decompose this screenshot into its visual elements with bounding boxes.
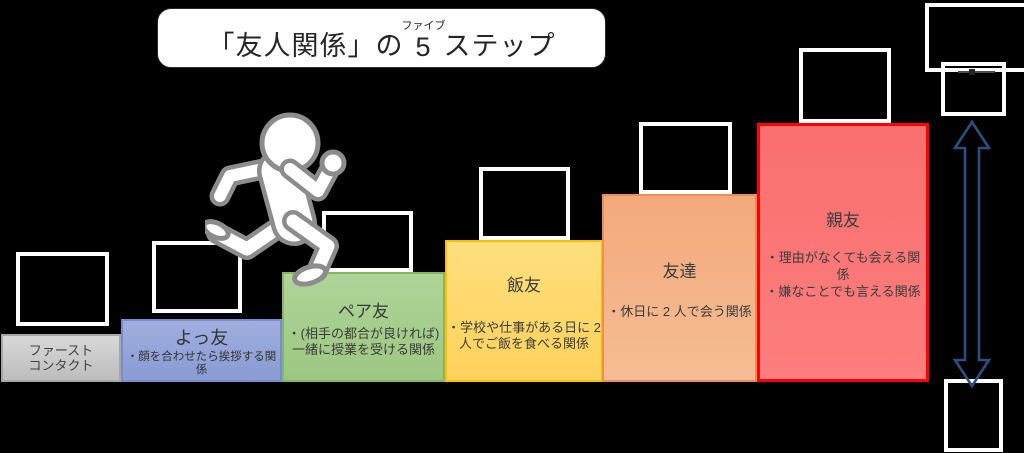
step-label-line2: コンタクト (28, 358, 94, 373)
step-label: ペア友 (338, 301, 389, 321)
placeholder-frame (639, 122, 732, 194)
step-meshitomo: 飯友 ・学校や仕事がある日に 2 人でご飯を食べる関係 (445, 240, 603, 382)
placeholder-frame (941, 62, 1006, 116)
step-description: ・顔を合わせたら挨拶する関係 (126, 351, 277, 376)
title-suffix: ステップ (443, 30, 556, 61)
step-label: よっ友 (174, 328, 229, 348)
step-yottomo: よっ友 ・顔を合わせたら挨拶する関係 (121, 319, 282, 382)
step-label: ファースト コンタクト (28, 343, 93, 373)
title-number: 5 (415, 31, 432, 62)
step-tomodachi: 友達 ・休日に 2 人で会う関係 (602, 194, 757, 382)
tick-mark (958, 69, 995, 75)
step-first-contact: ファースト コンタクト (1, 334, 121, 382)
title-number-wrap: ファイブ 5 (402, 20, 446, 63)
page-title: 「友人関係」の ファイブ 5 ステップ (207, 14, 555, 63)
title-prefix: 「友人関係」の (207, 30, 404, 61)
placeholder-frame (16, 252, 109, 326)
placeholder-frame (152, 241, 242, 313)
step-description: ・学校や仕事がある日に 2 人でご飯を食べる関係 (447, 319, 601, 351)
step-shinyu: 親友 ・理由がなくても会える関係 ・嫌なことでも言える関係 (757, 123, 929, 382)
step-label: 飯友 (507, 275, 541, 295)
step-peatomo: ペア友 ・(相手の都合が良ければ) 一緒に授業を受ける関係 (282, 272, 445, 382)
step-label: 親友 (826, 210, 860, 230)
running-person-icon (201, 103, 355, 298)
step-description: ・(相手の都合が良ければ) 一緒に授業を受ける関係 (287, 325, 440, 357)
step-description: ・理由がなくても会える関係 ・嫌なことでも言える関係 (765, 249, 921, 299)
updown-arrow-icon (950, 118, 994, 390)
placeholder-frame (944, 379, 1003, 452)
placeholder-frame (479, 167, 570, 240)
step-description: ・休日に 2 人で会う関係 (607, 303, 752, 319)
placeholder-frame (799, 48, 891, 123)
step-label: 友達 (662, 261, 697, 281)
title-ruby: ファイブ (401, 19, 446, 32)
title-banner: 「友人関係」の ファイブ 5 ステップ (157, 8, 606, 68)
step-label-line1: ファースト (28, 343, 94, 358)
